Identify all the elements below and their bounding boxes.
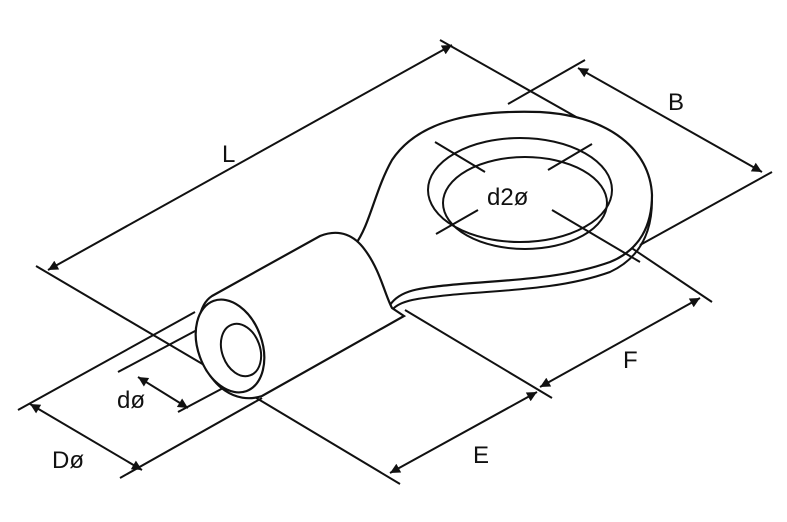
dimension-L (47, 44, 453, 271)
barrel-hole (219, 322, 263, 378)
barrel-front-face (194, 298, 266, 394)
label-L: L (222, 141, 235, 168)
label-B: B (668, 89, 684, 116)
label-D: Dø (52, 447, 84, 474)
dimension-D (29, 403, 143, 471)
ring-edge (391, 199, 653, 311)
ring-terminal (194, 110, 654, 400)
label-F: F (623, 347, 638, 374)
dimension-F (539, 297, 701, 388)
dimension-E (389, 391, 538, 474)
hole-inner-edge (442, 156, 608, 250)
dimension-d (137, 376, 189, 409)
label-d: dø (117, 387, 145, 414)
hole-outer-edge (427, 137, 613, 243)
label-d2: d2ø (487, 184, 529, 211)
label-E: E (473, 442, 489, 469)
dimension-B (577, 67, 763, 173)
